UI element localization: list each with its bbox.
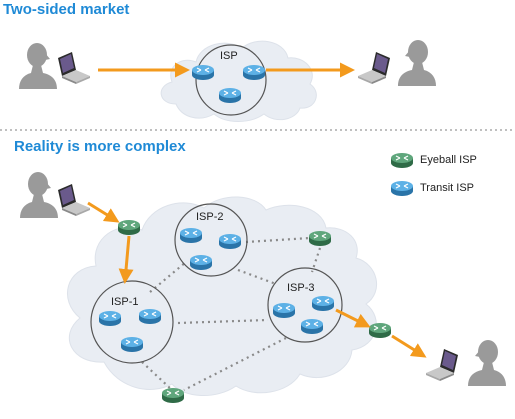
link-isp3-eyeball-bottom bbox=[183, 337, 287, 391]
isp-2-router-b-icon bbox=[218, 233, 242, 250]
isp-2-router-a-icon bbox=[179, 227, 203, 244]
top-diagram: ISP bbox=[19, 40, 436, 122]
eyeball-router-bottom-icon bbox=[161, 387, 185, 404]
top-router-right-icon bbox=[242, 64, 266, 81]
bottom-laptop-right-icon bbox=[426, 349, 458, 381]
peering-links bbox=[141, 236, 322, 391]
bottom-cloud bbox=[66, 196, 377, 397]
top-cloud bbox=[160, 40, 317, 122]
isp-3-label: ISP-3 bbox=[287, 282, 315, 294]
link-eyeball-top-isp3 bbox=[310, 247, 322, 273]
bottom-laptop-left-icon bbox=[58, 184, 90, 216]
eyeball-router-right-icon bbox=[368, 322, 392, 339]
link-isp1-eyeball-bottom bbox=[141, 361, 173, 391]
title-reality-more-complex: Reality is more complex bbox=[14, 138, 186, 155]
top-router-left-icon bbox=[191, 64, 215, 81]
bottom-arrow-user-to-eyeball bbox=[87, 201, 120, 223]
isp-2-circle bbox=[174, 203, 248, 277]
bottom-arrow-eyeball-to-isp1 bbox=[118, 235, 134, 284]
link-isp1-isp2 bbox=[149, 261, 187, 293]
isp-3-router-a-icon bbox=[272, 302, 296, 319]
isp-1-router-a-icon bbox=[98, 310, 122, 327]
isp-1-router-c-icon bbox=[120, 336, 144, 353]
legend-eyeball-label: Eyeball ISP bbox=[420, 154, 477, 166]
legend bbox=[390, 152, 414, 197]
top-laptop-right-icon bbox=[358, 52, 390, 84]
isp-1-label: ISP-1 bbox=[111, 296, 139, 308]
top-isp-label: ISP bbox=[220, 50, 238, 62]
bottom-arrow-isp3-to-eyeball bbox=[335, 308, 371, 328]
legend-transit-icon bbox=[390, 180, 414, 197]
bottom-diagram: ISP-2 ISP-1 ISP-3 bbox=[20, 172, 506, 404]
isp-3-router-b-icon bbox=[311, 295, 335, 312]
legend-eyeball-icon bbox=[390, 152, 414, 169]
isp-2-label: ISP-2 bbox=[196, 211, 224, 223]
eyeball-router-upper-right-icon bbox=[308, 230, 332, 247]
isp-1-router-b-icon bbox=[138, 308, 162, 325]
bottom-user-left-icon bbox=[20, 172, 58, 218]
isp-2-router-c-icon bbox=[189, 254, 213, 271]
legend-transit-label: Transit ISP bbox=[420, 182, 474, 194]
isp-3-router-c-icon bbox=[300, 318, 324, 335]
top-isp-circle bbox=[195, 44, 267, 116]
top-user-right-icon bbox=[398, 40, 436, 86]
eyeball-router-upper-left-icon bbox=[117, 219, 141, 236]
title-two-sided-market: Two-sided market bbox=[3, 1, 130, 18]
link-isp2-isp3 bbox=[237, 268, 277, 286]
top-router-bottom-icon bbox=[218, 87, 242, 104]
bottom-user-right-icon bbox=[468, 340, 506, 386]
isp-3-circle bbox=[267, 267, 343, 343]
top-user-left-icon bbox=[19, 43, 57, 89]
top-laptop-left-icon bbox=[58, 52, 90, 84]
bottom-arrow-eyeball-to-user bbox=[391, 334, 427, 358]
